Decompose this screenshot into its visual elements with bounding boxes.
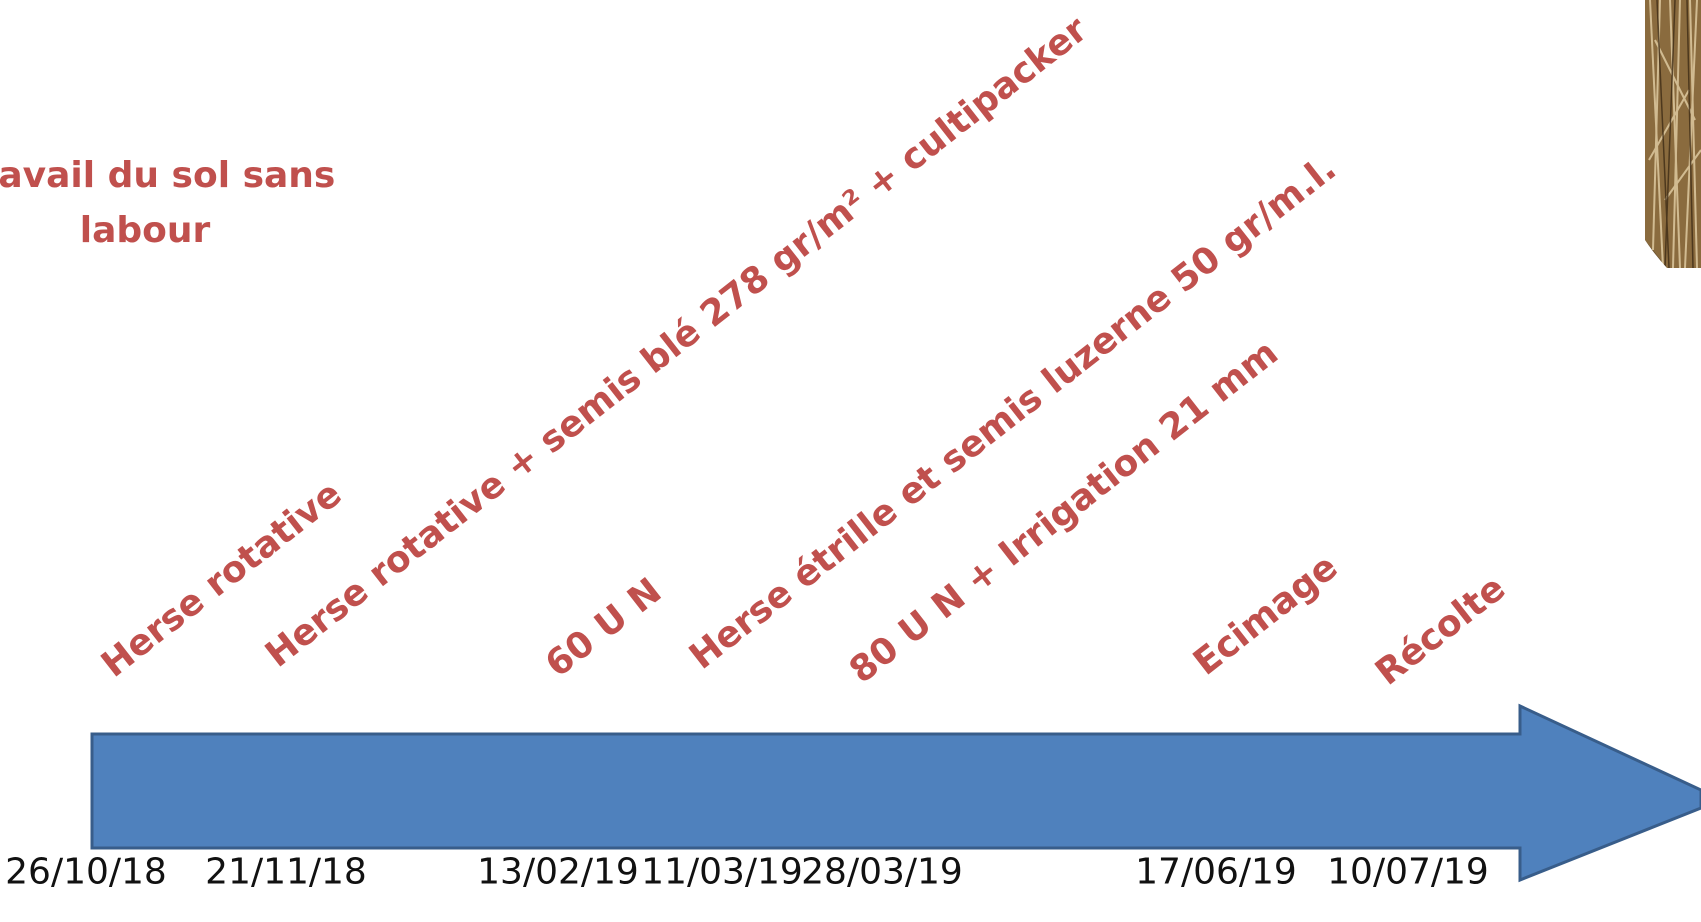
wheat-stubble-photo — [1645, 0, 1701, 268]
title-line-1: Travail du sol sans — [0, 155, 336, 196]
event-date: 21/11/18 — [205, 851, 367, 893]
event-date: 17/06/19 — [1135, 851, 1297, 893]
slide-title: Travail du sol sans labour — [0, 148, 336, 258]
event-date: 26/10/18 — [5, 851, 167, 893]
event-date: 11/03/19 — [641, 851, 803, 893]
timeline-arrow-shape — [90, 703, 1701, 883]
title-line-2: labour — [79, 210, 211, 251]
event-date: 10/07/19 — [1327, 851, 1489, 893]
event-date: 13/02/19 — [477, 851, 639, 893]
event-date: 28/03/19 — [801, 851, 963, 893]
